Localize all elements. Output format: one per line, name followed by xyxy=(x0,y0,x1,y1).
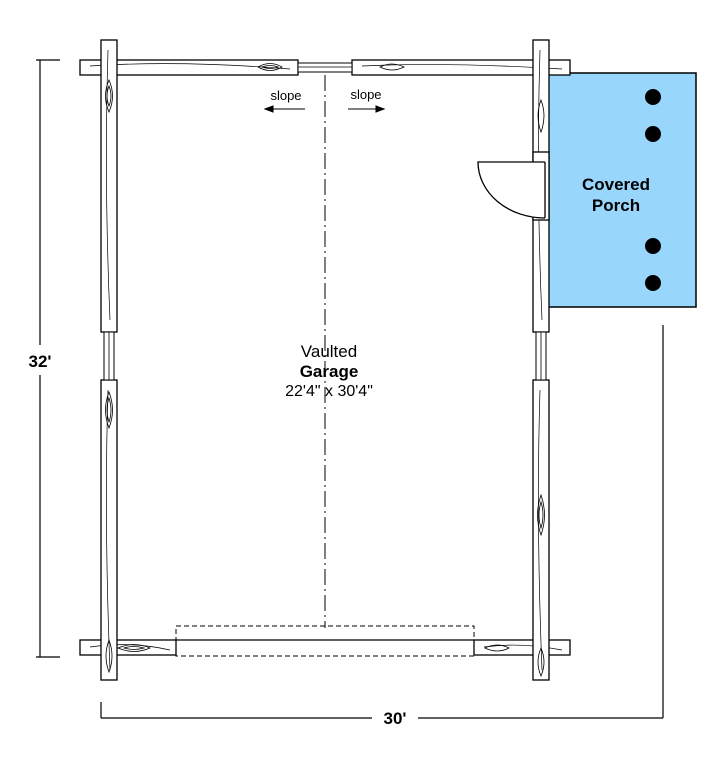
width-dimension-line xyxy=(100,325,664,719)
slope-arrows xyxy=(263,105,386,113)
porch-post xyxy=(645,238,661,254)
porch-post xyxy=(645,275,661,291)
garage-door xyxy=(175,625,475,657)
slope-label-right: slope xyxy=(350,87,381,102)
left-wall xyxy=(100,39,118,681)
slope-label-left: slope xyxy=(270,88,301,103)
right-wall xyxy=(532,39,550,681)
bottom-wall xyxy=(79,639,571,656)
top-wall xyxy=(79,59,571,76)
porch-label-line2: Porch xyxy=(592,196,640,215)
garage-dimensions: 22'4" x 30'4" xyxy=(285,383,373,400)
porch-post xyxy=(645,89,661,105)
porch-post xyxy=(645,126,661,142)
porch-posts xyxy=(645,89,661,291)
porch-door xyxy=(477,151,550,221)
garage-label-line1: Vaulted xyxy=(301,342,357,361)
covered-porch-area xyxy=(547,72,697,308)
height-dimension-line xyxy=(36,59,60,658)
width-dimension: 30' xyxy=(384,709,407,728)
height-dimension: 32' xyxy=(29,352,52,371)
garage-label-line2: Garage xyxy=(300,362,359,381)
porch-label-line1: Covered xyxy=(582,175,650,194)
